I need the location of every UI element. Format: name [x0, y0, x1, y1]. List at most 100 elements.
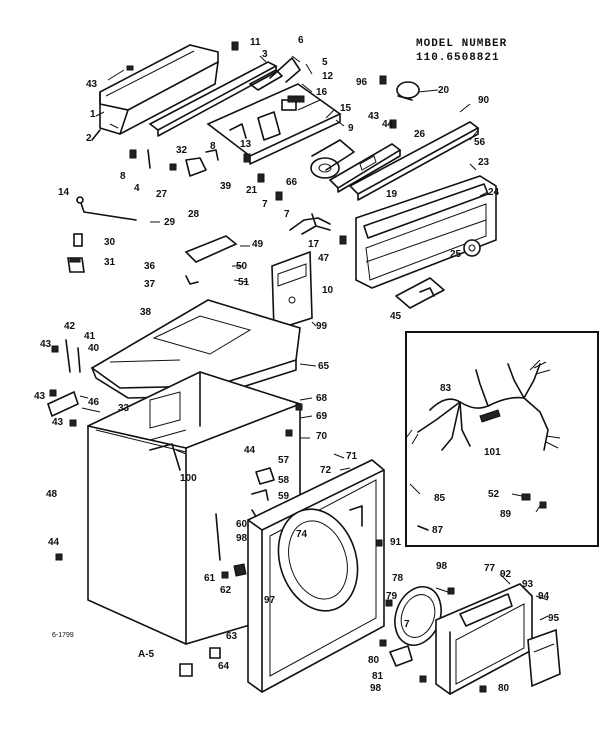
callout-72: 72 [320, 465, 332, 476]
callout-101: 101 [484, 447, 501, 458]
callout-92: 92 [500, 569, 512, 580]
callout-98b: 98 [436, 561, 448, 572]
callout-51: 51 [238, 277, 250, 288]
callout-46: 46 [88, 397, 100, 408]
callout-90: 90 [478, 95, 490, 106]
console-rail [148, 61, 278, 137]
callout-8a: 8 [210, 141, 216, 152]
callout-47: 47 [318, 253, 330, 264]
callout-87: 87 [432, 525, 444, 536]
callout-95: 95 [548, 613, 560, 624]
callout-44b: 44 [244, 445, 256, 456]
callout-29: 29 [164, 217, 176, 228]
callout-43b: 43 [368, 111, 380, 122]
callout-56: 56 [474, 137, 486, 148]
callout-20: 20 [438, 85, 450, 96]
control-panel [355, 175, 497, 289]
callout-24: 24 [488, 187, 500, 198]
callout-7b: 7 [284, 209, 290, 220]
callout-52: 52 [488, 489, 500, 500]
model-number-label: MODEL NUMBER [416, 38, 508, 50]
callout-11: 11 [250, 37, 261, 48]
callout-17: 17 [308, 239, 320, 250]
callout-78: 78 [392, 573, 404, 584]
callout-100: 100 [180, 473, 197, 484]
callout-70: 70 [316, 431, 328, 442]
callout-12: 12 [322, 71, 334, 82]
callout-3: 3 [262, 49, 268, 60]
callout-91: 91 [390, 537, 402, 548]
callout-37: 37 [144, 279, 156, 290]
callout-85: 85 [434, 493, 446, 504]
hinge-parts [47, 339, 81, 427]
callout-27: 27 [156, 189, 168, 200]
callout-50: 50 [236, 261, 248, 272]
console-wire [269, 57, 301, 83]
callout-80a: 80 [368, 655, 380, 666]
model-number-value: 110.6508821 [416, 52, 500, 64]
screws-bottom [375, 539, 487, 693]
console-clip [249, 69, 283, 91]
callout-31: 31 [104, 257, 116, 268]
callout-36: 36 [144, 261, 156, 272]
callout-25: 25 [450, 249, 462, 260]
callout-6: 6 [298, 35, 304, 46]
callout-43a: 43 [86, 79, 98, 90]
page-code: A-5 [138, 649, 155, 660]
callout-97: 97 [264, 595, 276, 606]
callout-15: 15 [340, 103, 352, 114]
callout-74: 74 [296, 529, 308, 540]
callout-49: 49 [252, 239, 264, 250]
callout-45: 45 [390, 311, 402, 322]
screws-right [55, 403, 303, 561]
drawing-code: 6-1799 [52, 632, 74, 639]
callout-69: 69 [316, 411, 328, 422]
switch-bracket [328, 143, 402, 193]
callout-9: 9 [348, 123, 354, 134]
callout-16: 16 [316, 87, 328, 98]
callout-19: 19 [386, 189, 398, 200]
latch-parts [179, 467, 275, 677]
capacitor [396, 81, 420, 101]
callout-40: 40 [88, 343, 100, 354]
door-latch [389, 645, 413, 667]
callout-1: 1 [90, 109, 96, 120]
callout-62: 62 [220, 585, 232, 596]
callout-44c: 44 [48, 537, 60, 548]
callout-7a: 7 [262, 199, 268, 210]
callout-63: 63 [226, 631, 238, 642]
callout-64: 64 [218, 661, 230, 672]
callout-7c: 7 [404, 619, 410, 630]
callout-48: 48 [46, 489, 58, 500]
callout-80b: 80 [498, 683, 510, 694]
callout-42: 42 [64, 321, 76, 332]
callout-43d: 43 [34, 391, 46, 402]
callout-98a: 98 [236, 533, 248, 544]
callout-98c: 98 [370, 683, 382, 694]
callout-61: 61 [204, 573, 216, 584]
control-panel-trim [348, 121, 480, 201]
callout-21: 21 [246, 185, 258, 196]
callout-96: 96 [356, 77, 368, 88]
callout-10: 10 [322, 285, 334, 296]
callout-58: 58 [278, 475, 290, 486]
callout-71: 71 [346, 451, 358, 462]
callout-2: 2 [86, 133, 92, 144]
callout-79: 79 [386, 591, 398, 602]
leader-lines [79, 55, 549, 621]
callout-43c: 43 [40, 339, 52, 350]
callout-8b: 8 [120, 171, 126, 182]
screws-top [91, 41, 397, 245]
callout-39: 39 [220, 181, 232, 192]
callout-59: 59 [278, 491, 290, 502]
callout-60: 60 [236, 519, 248, 530]
callout-28: 28 [188, 209, 200, 220]
panel-bracket [395, 277, 445, 309]
console-end-panel [99, 44, 219, 135]
callout-4: 4 [134, 183, 140, 194]
callout-57: 57 [278, 455, 290, 466]
front-panel [247, 459, 385, 693]
callout-33: 33 [118, 403, 130, 414]
